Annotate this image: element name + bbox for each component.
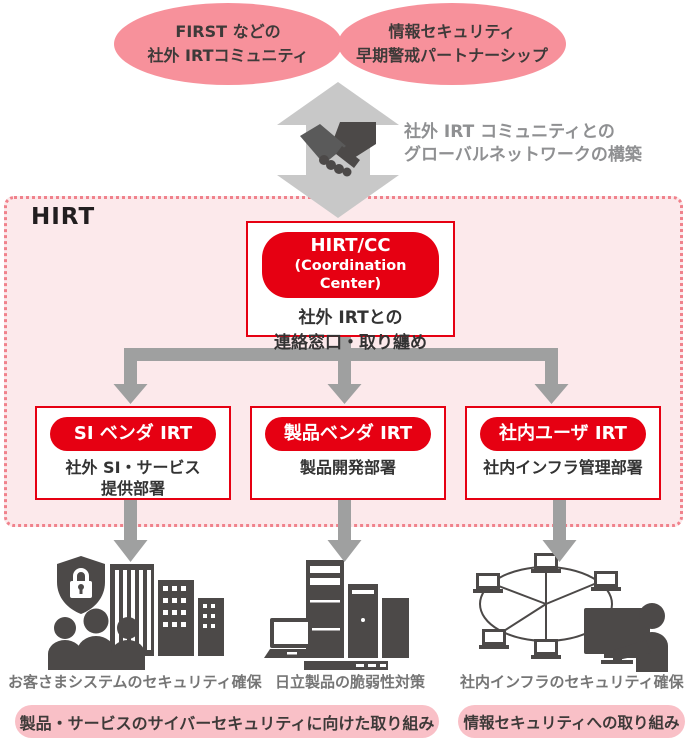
hirt-cc-desc-line: 社外 IRTとの xyxy=(298,308,403,328)
buildings-icon xyxy=(110,564,224,656)
ellipse-text: 情報セキュリティ xyxy=(388,22,516,41)
footer-label: 情報セキュリティへの取り組み xyxy=(463,713,680,732)
external-irt-community-ellipse: FIRST などの 社外 IRTコミュニティ xyxy=(114,3,342,85)
operator-icon xyxy=(604,603,668,672)
si-vendor-irt-box: SI ベンダ IRT 社外 SI・サービス 提供部署 xyxy=(35,406,231,500)
laptop-icon xyxy=(264,618,320,658)
hirt-label: HIRT xyxy=(31,204,96,230)
outcome-caption: 日立製品の脆弱性対策 xyxy=(274,673,425,691)
info-security-footer-band: 情報セキュリティへの取り組み xyxy=(458,705,685,738)
handshake-icon xyxy=(300,122,376,177)
customer-system-security-icon xyxy=(48,556,224,670)
team-pill: 社内ユーザ IRT xyxy=(480,417,646,451)
hirt-cc-box: HIRT/CC (Coordination Center) 社外 IRTとの 連… xyxy=(246,221,455,353)
hirt-cc-desc-line: 連絡窓口・取り纏め xyxy=(274,333,427,353)
footer-label: 製品・サービスのサイバーセキュリティに向けた取り組み xyxy=(19,713,435,733)
team-pill: SI ベンダ IRT xyxy=(50,417,216,451)
shield-lock-icon xyxy=(57,556,105,614)
ellipse-text: 社外 IRTコミュニティ xyxy=(147,46,309,65)
team-pill: 製品ベンダ IRT xyxy=(265,417,431,451)
outcome-caption: お客さまシステムのセキュリティ確保 xyxy=(8,673,262,691)
exchange-note: 社外 IRT コミュニティとの グローバルネットワークの構築 xyxy=(404,121,642,167)
up-down-arrow-icon xyxy=(277,82,399,218)
exchange-note-line: 社外 IRT コミュニティとの xyxy=(404,122,615,142)
network-ring-icon xyxy=(473,553,621,659)
team-desc-line: 提供部署 xyxy=(100,479,165,498)
team-desc-line: 社内インフラ管理部署 xyxy=(483,458,643,477)
outcome-caption: 社内インフラのセキュリティ確保 xyxy=(460,673,684,691)
internal-user-irt-box: 社内ユーザ IRT 社内インフラ管理部署 xyxy=(465,406,661,500)
product-vulnerability-icon xyxy=(264,560,409,670)
product-service-footer-band: 製品・サービスのサイバーセキュリティに向けた取り組み xyxy=(15,705,439,738)
people-icon xyxy=(48,608,145,670)
ellipse-text: 早期警戒パートナーシップ xyxy=(356,46,548,65)
hirt-cc-subtitle: (Coordination Center) xyxy=(294,258,407,292)
product-vendor-irt-box: 製品ベンダ IRT 製品開発部署 xyxy=(250,406,446,500)
hirt-cc-title: HIRT/CC xyxy=(310,235,391,256)
server-towers-icon xyxy=(304,560,409,670)
exchange-note-line: グローバルネットワークの構築 xyxy=(404,145,642,165)
mini-laptop-icon xyxy=(473,553,621,659)
team-desc-line: 社外 SI・サービス xyxy=(65,458,201,477)
hirt-cc-pill: HIRT/CC (Coordination Center) xyxy=(262,232,439,298)
hirt-container: HIRT HIRT/CC (Coordination Center) 社外 IR… xyxy=(4,196,683,527)
team-desc-line: 製品開発部署 xyxy=(299,458,396,477)
internal-infra-security-icon xyxy=(473,553,668,672)
early-warning-partnership-ellipse: 情報セキュリティ 早期警戒パートナーシップ xyxy=(338,3,566,85)
ellipse-text: FIRST などの xyxy=(175,22,281,41)
